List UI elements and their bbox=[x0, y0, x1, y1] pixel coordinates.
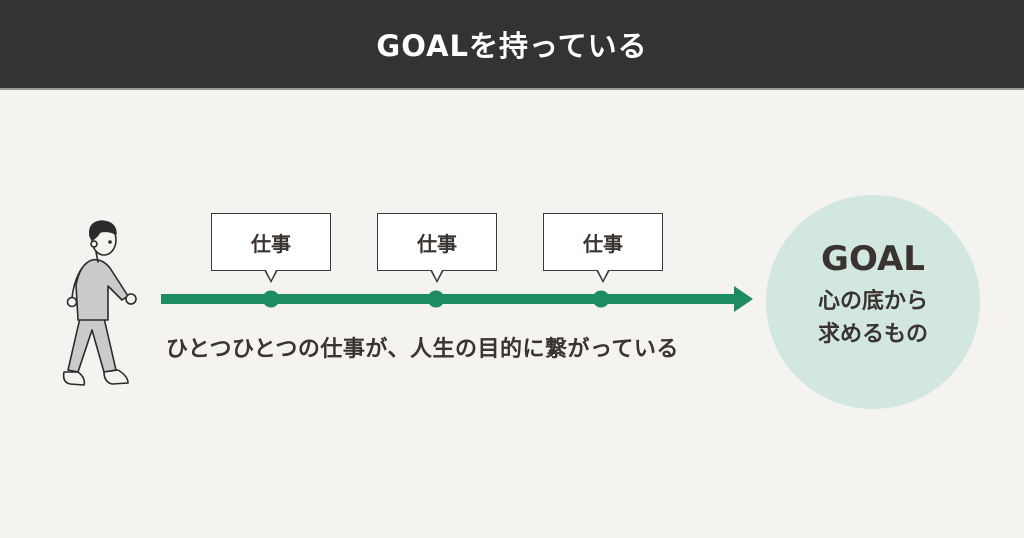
header-bar: GOALを持っている bbox=[0, 0, 1024, 90]
milestone-label: 仕事 bbox=[251, 231, 291, 256]
milestone-label: 仕事 bbox=[417, 231, 457, 256]
milestone-label: 仕事 bbox=[583, 231, 623, 256]
walking-person-icon bbox=[62, 220, 137, 386]
timeline-arrowhead-icon bbox=[734, 286, 753, 312]
milestone-bubble: 仕事 bbox=[377, 213, 497, 271]
page-title: GOALを持っている bbox=[376, 29, 648, 63]
goal-circle: GOAL 心の底から 求めるもの bbox=[766, 195, 980, 409]
goal-line-1: 心の底から bbox=[817, 289, 928, 314]
milestone-bubble: 仕事 bbox=[211, 213, 331, 271]
timeline-caption: ひとつひとつの仕事が、人生の目的に繋がっている bbox=[166, 337, 679, 362]
milestone-dot bbox=[427, 290, 445, 308]
goal-title: GOAL bbox=[821, 239, 925, 279]
milestone-bubble: 仕事 bbox=[543, 213, 663, 271]
goal-description: 心の底から 求めるもの bbox=[818, 285, 928, 351]
goal-line-2: 求めるもの bbox=[817, 322, 928, 347]
milestone-dot bbox=[262, 290, 280, 308]
milestone-dot bbox=[592, 290, 610, 308]
